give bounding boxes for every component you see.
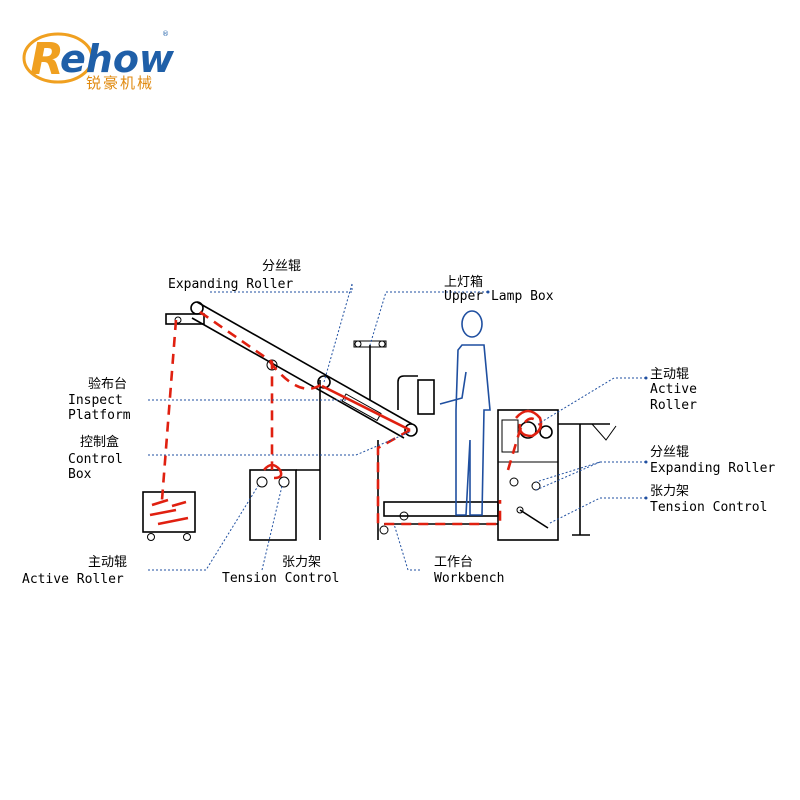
leader-lines: [148, 283, 648, 571]
right-tension-pivot-icon: [516, 506, 524, 514]
label-upper-lamp-box-cn: 上灯箱: [444, 274, 483, 290]
label-active-roller-right-cn: 主动辊: [650, 367, 689, 382]
leader-dot-lamp: [486, 290, 490, 294]
fabric-path: [149, 310, 543, 526]
label-expanding-roller-right-cn: 分丝辊: [650, 445, 689, 460]
leader-active-roller-right: [537, 377, 646, 425]
label-upper-lamp-box-en: Upper Lamp Box: [444, 289, 554, 304]
rehow-logo: R ehow ® 锐豪机械: [22, 30, 175, 92]
top-hanger-bar: [165, 313, 205, 325]
leader-expanding-roller-right: [535, 461, 646, 491]
inspector-body: [455, 344, 491, 516]
label-tension-control-right-cn: 张力架: [650, 484, 689, 499]
fabric-on-beam: [321, 384, 411, 432]
fabric-swirl-left: [262, 463, 283, 480]
bin-wheel-right-icon: [183, 533, 191, 541]
leader-active-roller-left: [148, 485, 259, 571]
leader-upper-lamp-box: [369, 291, 488, 346]
workbench-roller-mid-icon: [399, 511, 409, 521]
label-inspect-platform-en-2: Platform: [68, 408, 131, 423]
fabric-to-workbench: [376, 428, 502, 526]
leader-control-box: [148, 431, 411, 456]
label-tension-control-right-en: Tension Control: [650, 500, 767, 515]
lamp-stand-knob-right-icon: [378, 340, 386, 348]
label-inspect-platform-cn: 验布台: [88, 376, 127, 392]
label-tension-control-left-en: Tension Control: [222, 571, 339, 586]
label-inspect-platform-en-1: Inspect: [68, 393, 123, 408]
label-control-box-en-2: Box: [68, 467, 92, 482]
lamp-stand-head: [353, 340, 387, 348]
workbench-roller-left-icon: [379, 525, 389, 535]
leader-workbench: [393, 523, 420, 571]
fabric-pile: [149, 498, 189, 526]
label-expanding-roller-top-cn: 分丝辊: [262, 259, 301, 274]
label-active-roller-right-en-1: Active: [650, 382, 697, 397]
leader-tension-control-left: [261, 485, 283, 571]
label-control-box-en-1: Control: [68, 452, 123, 467]
bin-wheel-left-icon: [147, 533, 155, 541]
logo-swoosh: [22, 32, 94, 84]
right-expanding-roller-a-icon: [509, 477, 519, 487]
fabric-swirl-right: [515, 409, 543, 438]
leader-dot-tension-right: [644, 496, 648, 500]
lamp-arm: [397, 375, 418, 410]
label-expanding-roller-right-en: Expanding Roller: [650, 461, 775, 476]
logo-chinese-name: 锐豪机械: [86, 74, 154, 92]
left-active-roller-b-icon: [278, 476, 290, 488]
leader-expanding-roller-top: [210, 283, 353, 383]
right-machine-box: [497, 409, 559, 541]
inspector-arm: [439, 371, 467, 405]
machine-frame: [142, 301, 617, 541]
output-table-lip: [591, 423, 617, 441]
fabric-to-left-roller: [199, 310, 274, 470]
labels: 分丝辊 Expanding Roller 上灯箱 Upper Lamp Box …: [22, 259, 775, 587]
leader-dot-expanding-right: [644, 460, 648, 464]
logo-letter-r: R: [30, 34, 64, 85]
label-workbench-en: Workbench: [434, 571, 504, 586]
lamp-stand-knob-left-icon: [354, 340, 362, 348]
left-active-roller-a-icon: [256, 476, 268, 488]
logo-wordmark: ehow: [60, 37, 175, 81]
beam-roller-icon: [266, 359, 278, 371]
label-expanding-roller-top-en: Expanding Roller: [168, 277, 293, 292]
inspect-beam-bottom: [191, 317, 405, 439]
leader-tension-control-right: [547, 497, 646, 525]
label-active-roller-right-en-2: Roller: [650, 398, 697, 413]
logo-registered-mark: ®: [162, 30, 169, 38]
inspector-head: [461, 310, 483, 338]
label-tension-control-left-cn: 张力架: [282, 555, 321, 570]
right-expanding-roller-b-icon: [531, 481, 541, 491]
fabric-bin: [142, 491, 196, 533]
inspector-figure: [439, 310, 491, 516]
label-workbench-cn: 工作台: [434, 555, 473, 570]
label-control-box-cn: 控制盒: [80, 434, 119, 450]
front-roller-icon: [404, 423, 418, 437]
right-active-roller-b-icon: [539, 425, 553, 439]
fabric-loop: [268, 361, 323, 390]
label-active-roller-left-en: Active Roller: [22, 572, 124, 587]
label-active-roller-left-cn: 主动辊: [88, 555, 127, 570]
right-tension-arm: [519, 509, 549, 529]
leader-dot-active-right: [644, 376, 648, 380]
upper-lamp-box: [417, 379, 435, 415]
fabric-drop-to-bin: [160, 319, 178, 501]
inspect-beam-top: [196, 301, 413, 425]
